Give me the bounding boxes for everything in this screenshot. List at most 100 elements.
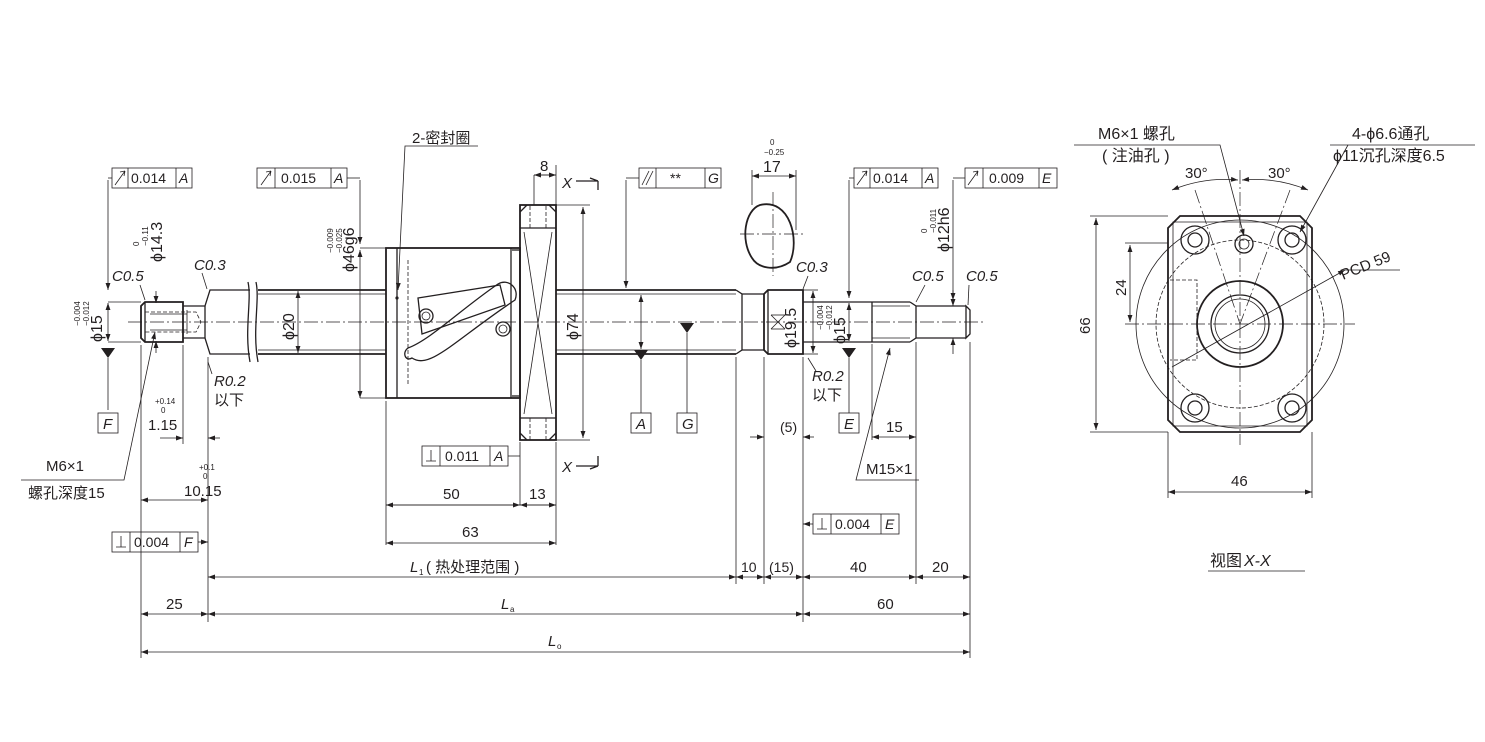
section-mark-bottom	[576, 456, 599, 470]
side-dim-24: 24	[1113, 279, 1130, 296]
dim-5: (5)	[780, 419, 797, 435]
seal-label: 2-密封圈	[412, 130, 470, 147]
feature-control-frames	[97, 167, 1058, 553]
r02-right-note: 以下	[812, 387, 842, 404]
frame-nut-value: 0.015	[281, 170, 316, 186]
phi14-3: ϕ14.3	[149, 222, 166, 262]
c05-left: C0.5	[112, 268, 144, 285]
dim-25: 25	[166, 596, 183, 613]
side-pcd: PCD 59	[1338, 248, 1393, 283]
frame-nut-datum: A	[333, 170, 343, 186]
datum-box-a	[630, 412, 652, 434]
r02-left: R0.2	[214, 373, 246, 390]
frame-parallel-datum: G	[708, 170, 719, 186]
side-caption-italic: X-X	[1243, 553, 1272, 570]
datum-triangle-e	[842, 348, 856, 358]
frame-runout-nut	[256, 167, 360, 189]
datum-f-label: F	[103, 416, 113, 433]
dim-8: 8	[540, 158, 548, 175]
datum-box-g	[676, 412, 698, 434]
dim-17: 17	[763, 159, 781, 176]
datum-box-e	[838, 412, 860, 434]
ball-nut-flange	[512, 204, 557, 441]
phi15-left-tol-lower: −0.012	[82, 301, 91, 326]
datum-triangle-f	[101, 348, 115, 358]
dim-17-tol-lower: −0.25	[764, 148, 785, 157]
side-dim-66: 66	[1077, 317, 1094, 334]
dim-17-tol-upper: 0	[770, 138, 775, 147]
return-tube-lower	[404, 281, 517, 362]
r02-left-note: 以下	[214, 392, 244, 409]
frame-flange-value: 0.011	[445, 448, 479, 464]
dim-60: 60	[877, 596, 894, 613]
dim-10-15-tol-lower: 0	[203, 472, 208, 481]
flange-square	[1167, 215, 1313, 433]
phi46-tol-upper: −0.009	[326, 228, 335, 253]
datum-a-label: A	[635, 416, 646, 433]
screw-shaft-right	[556, 289, 764, 355]
frame-runout-right	[849, 167, 939, 189]
phi15-left-tol-upper: −0.004	[73, 301, 82, 326]
side-angle-left: 30°	[1185, 165, 1208, 182]
datum-e-label: E	[844, 416, 855, 433]
frame-flange-datum: A	[493, 448, 503, 464]
phi74: ϕ74	[565, 313, 582, 340]
frame-runout-end	[953, 167, 1058, 189]
frame-perp-flange	[421, 445, 509, 467]
side-caption-prefix: 视图	[1210, 552, 1242, 570]
side-counterbore: ϕ11沉孔深度6.5	[1333, 147, 1445, 165]
ball-nut-body	[385, 247, 521, 399]
side-through-hole: 4-ϕ6.6通孔	[1352, 125, 1429, 143]
frame-end-datum: E	[1042, 170, 1052, 186]
side-dim-46: 46	[1231, 473, 1248, 490]
side-angle-right: 30°	[1268, 165, 1291, 182]
phi12-tol-upper: 0	[920, 228, 929, 233]
dim-10: 10	[741, 559, 757, 575]
datum-triangle-g	[680, 323, 694, 333]
dim-1-15: 1.15	[148, 417, 177, 434]
dim-40: 40	[850, 559, 867, 576]
dim-15-thread: 15	[886, 419, 903, 436]
c05-right-1: C0.5	[912, 268, 944, 285]
phi20: ϕ20	[281, 313, 298, 340]
datum-box-f	[97, 412, 119, 434]
side-m6-hole-note: ( 注油孔 )	[1102, 147, 1170, 165]
phi15-right-tol-upper: −0.004	[816, 305, 825, 330]
dim-10-15-tol-upper: +0.1	[199, 463, 215, 472]
dim-la-sub: a	[510, 605, 515, 614]
phi14-3-tol-upper: 0	[132, 241, 141, 246]
frame-perp-right-value: 0.004	[835, 516, 870, 532]
r02-right: R0.2	[812, 368, 844, 385]
c03-right: C0.3	[796, 259, 828, 276]
frame-perp-left-value: 0.004	[134, 534, 169, 550]
return-tube-upper	[417, 284, 506, 335]
dim-l1-sub: 1	[419, 568, 424, 577]
c05-right-2: C0.5	[966, 268, 998, 285]
dim-la-symbol: L	[501, 596, 509, 613]
frame-perp-right-datum: E	[885, 516, 895, 532]
left-journal	[140, 289, 250, 355]
phi46g6: ϕ46g6	[341, 227, 358, 272]
section-label-bottom: X	[561, 459, 573, 476]
dim-13: 13	[529, 486, 546, 503]
labels: 2-密封圈 8 17 0 −0.25 X X 0.014 A 0.015 A *…	[28, 125, 1445, 651]
phi12-tol-lower: −0.011	[929, 208, 938, 233]
frame-perp-left	[111, 531, 199, 553]
dim-1-15-tol-upper: +0.14	[155, 397, 176, 406]
dim-lo-sub: o	[557, 642, 562, 651]
section-mark-top	[576, 177, 599, 190]
frame-right-value: 0.014	[873, 170, 908, 186]
m15-note: M15×1	[866, 461, 912, 478]
phi15-left: ϕ15	[89, 315, 106, 342]
datum-g-label: G	[682, 416, 694, 433]
dim-15-paren: (15)	[769, 559, 794, 575]
frame-perp-right	[812, 513, 900, 535]
frame-right-datum: A	[924, 170, 934, 186]
side-view	[1074, 144, 1475, 572]
bolt-holes	[1180, 225, 1307, 423]
frame-runout-left	[108, 167, 193, 189]
frame-left-datum: A	[178, 170, 188, 186]
break-left	[247, 281, 259, 363]
m6-note-line2: 螺孔深度15	[28, 485, 105, 502]
frame-end-value: 0.009	[989, 170, 1024, 186]
